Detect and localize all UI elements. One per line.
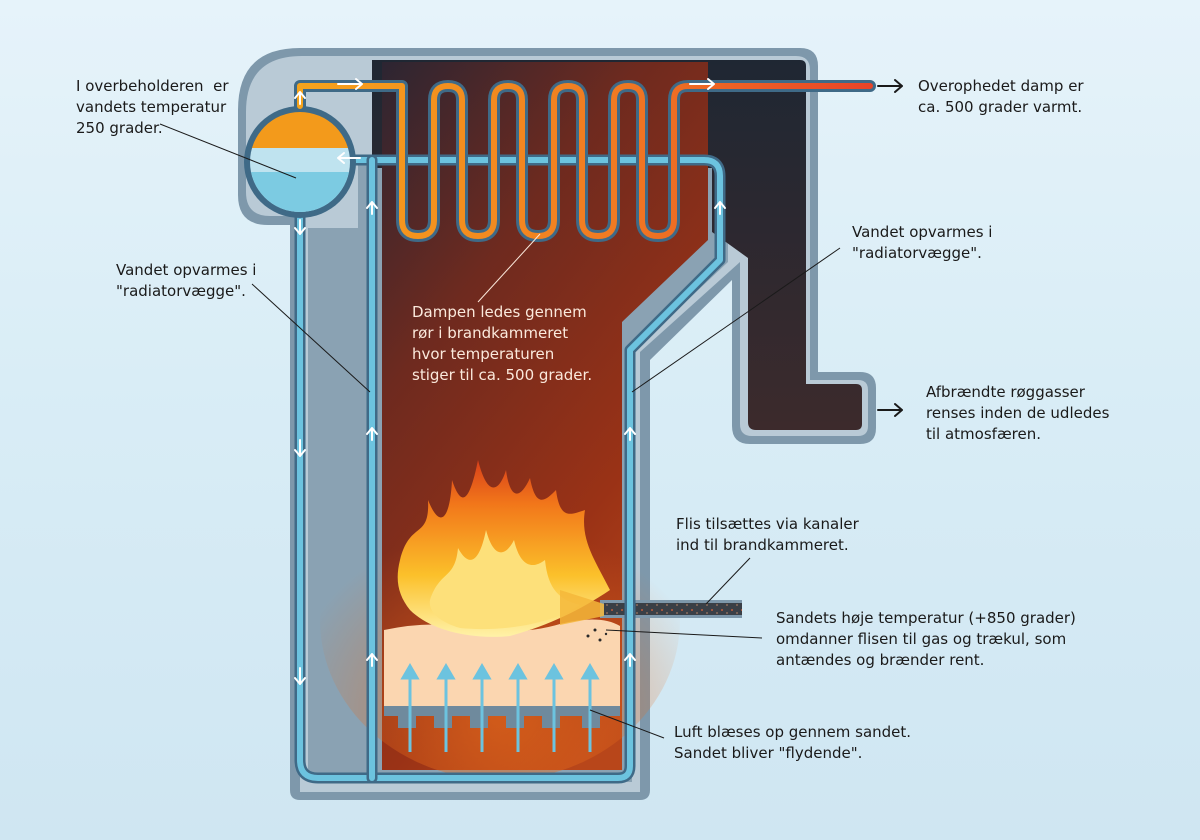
- steam-coil: [294, 80, 876, 242]
- flames: [397, 460, 610, 637]
- label-luft: Luft blæses op gennem sandet. Sandet bli…: [674, 723, 912, 762]
- label-flis: Flis tilsættes via kanaler ind til brand…: [676, 515, 859, 554]
- label-overophedet-damp: Overophedet damp er ca. 500 grader varmt…: [918, 77, 1084, 116]
- label-overbeholder: I overbeholderen er vandets temperatur 2…: [76, 77, 229, 137]
- flow-arrows: [294, 78, 726, 685]
- water-pipes: [294, 154, 726, 784]
- air-arrows: [400, 663, 600, 752]
- pointer-arrows: [877, 79, 903, 417]
- label-sandets: Sandets høje temperatur (+850 grader) om…: [776, 609, 1076, 669]
- leader-lines: [159, 123, 841, 739]
- steam-drum: [244, 106, 356, 218]
- label-radiatorvaegge-left: Vandet opvarmes i "radiatorvægge".: [116, 261, 257, 300]
- sand-bed: [384, 619, 620, 728]
- label-radiatorvaegge-right: Vandet opvarmes i "radiatorvægge".: [852, 223, 993, 262]
- label-dampen: Dampen ledes gennem rør i brandkammeret …: [412, 303, 593, 384]
- label-afbraendte: Afbrændte røggasser renses inden de udle…: [926, 383, 1110, 443]
